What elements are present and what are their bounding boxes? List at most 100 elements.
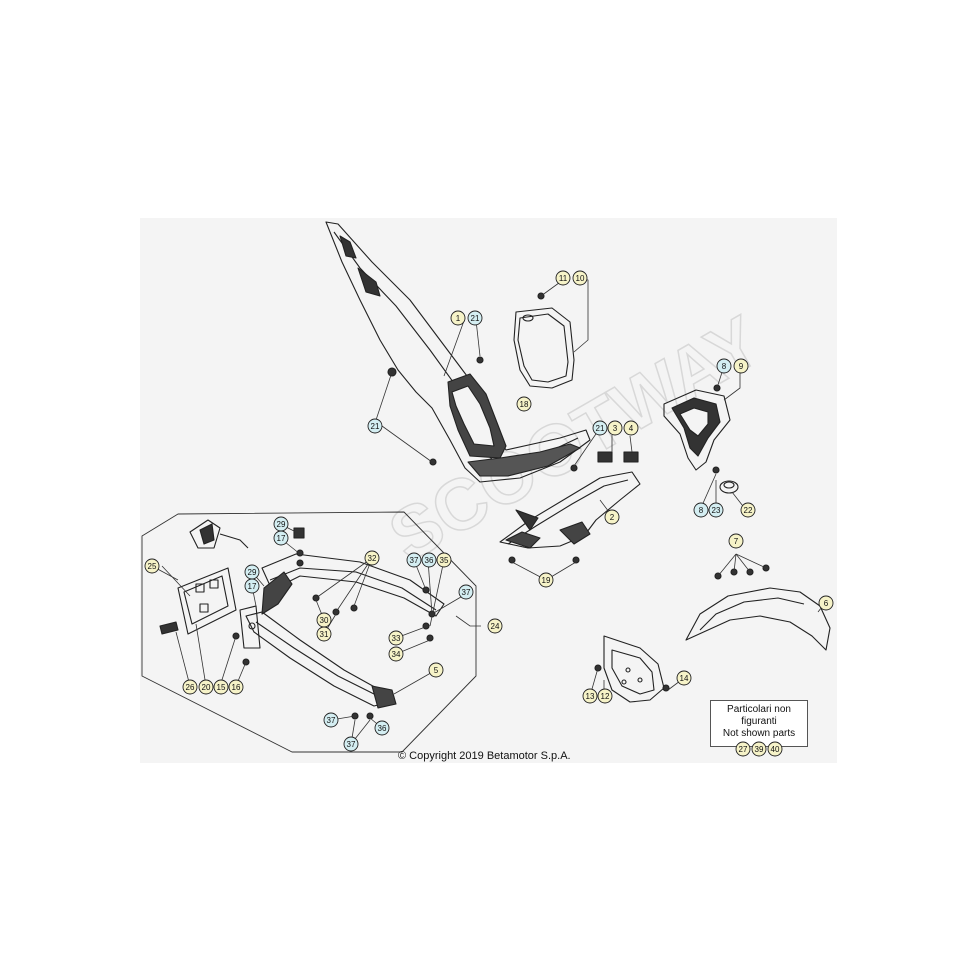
callout-label: 17 [248,582,257,591]
callout-label: 29 [248,568,257,577]
callout-34: 34 [388,646,404,662]
callout-label: 31 [320,630,329,639]
note-line-1: Particolari non figuranti [727,704,791,727]
callout-29: 29 [244,564,260,580]
callout-label: 36 [378,724,387,733]
callout-21: 21 [467,310,483,326]
callout-label: 29 [277,520,286,529]
callout-circle [582,688,598,704]
callout-label: 25 [148,562,157,571]
callout-circle [708,502,724,518]
callout-15: 15 [213,679,229,695]
callout-circle [458,584,474,600]
callout-circle [323,712,339,728]
callout-10: 10 [572,270,588,286]
callout-circle [555,270,571,286]
callout-label: 8 [722,362,727,371]
headlight-mask [663,384,739,494]
callout-circle [343,736,359,752]
callout-label: 14 [680,674,689,683]
callout-35: 35 [436,552,452,568]
callout-label: 24 [491,622,500,631]
callout-label: 5 [434,666,439,675]
callout-circle [487,618,503,634]
callout-circle [144,558,160,574]
callout-33: 33 [388,630,404,646]
callout-21: 21 [592,420,608,436]
callout-circle [213,679,229,695]
callout-circle [676,670,692,686]
callout-36: 36 [421,552,437,568]
callout-circle [450,310,466,326]
callout-label: 12 [601,692,610,701]
callout-label: 21 [371,422,380,431]
callout-circle [364,550,380,566]
svg-text:40: 40 [771,745,780,754]
callout-17: 17 [244,578,260,594]
callout-label: 32 [368,554,377,563]
callout-circle [733,358,749,374]
callout-circle [228,679,244,695]
note-callout-27: 27 [735,741,751,757]
callout-8: 8 [716,358,732,374]
callout-label: 17 [277,534,286,543]
note-callout-39: 39 [751,741,767,757]
callout-2: 2 [604,509,620,525]
callout-circle [516,396,532,412]
callout-circle [693,502,709,518]
callout-circle [244,578,260,594]
callout-7: 7 [728,533,744,549]
svg-text:39: 39 [755,745,764,754]
callout-label: 2 [610,513,615,522]
callout-circle [728,533,744,549]
side-cover-18 [513,292,575,389]
callout-circle [374,720,390,736]
callout-circle [428,662,444,678]
callout-circle [740,502,756,518]
callout-circle [273,530,289,546]
callout-37: 37 [406,552,422,568]
clip-4 [623,451,639,463]
callout-26: 26 [182,679,198,695]
rear-side-panel [325,221,591,483]
callout-label: 10 [576,274,585,283]
callout-18: 18 [516,396,532,412]
callout-circle [421,552,437,568]
callout-5: 5 [428,662,444,678]
callout-label: 4 [629,424,634,433]
callout-circle [623,420,639,436]
callout-19: 19 [538,572,554,588]
callout-24: 24 [487,618,503,634]
callout-label: 36 [425,556,434,565]
license-plate-holder [159,519,249,635]
callout-label: 8 [699,506,704,515]
callout-label: 9 [739,362,744,371]
callout-circle [436,552,452,568]
callout-label: 11 [559,274,568,283]
clip-3 [597,451,613,463]
callout-circle [818,595,834,611]
callout-13: 13 [582,688,598,704]
callout-circle [604,509,620,525]
callout-circle [182,679,198,695]
rear-assembly-outline [141,511,477,753]
callout-label: 37 [410,556,419,565]
inner-mudguard-2 [499,464,641,564]
callout-circle [367,418,383,434]
callout-label: 1 [456,314,461,323]
svg-text:27: 27 [739,745,748,754]
callout-circle [316,626,332,642]
callout-label: 6 [824,599,829,608]
callout-label: 3 [613,424,618,433]
callout-37: 37 [458,584,474,600]
callout-11: 11 [555,270,571,286]
rear-frame [232,527,445,720]
callout-circle [597,688,613,704]
callout-9: 9 [733,358,749,374]
callout-circle [388,646,404,662]
disc-guard [594,635,670,703]
callout-circle [467,310,483,326]
callout-circle [538,572,554,588]
callout-label: 37 [347,740,356,749]
